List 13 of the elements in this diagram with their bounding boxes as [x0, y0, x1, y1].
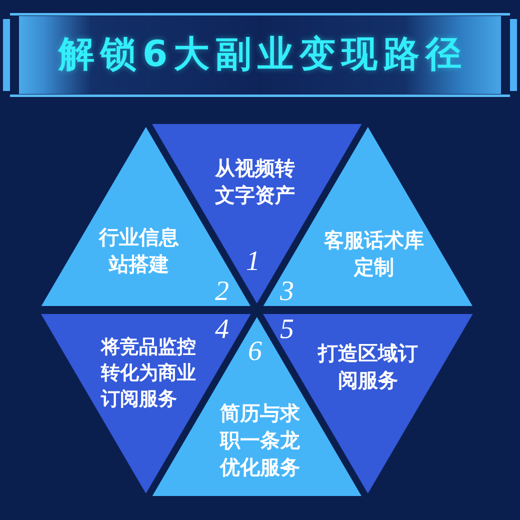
step-number: 1	[246, 248, 260, 276]
title: 解锁6大副业变现路径	[56, 35, 468, 75]
step-number: 3	[280, 278, 294, 306]
step-number: 2	[214, 278, 229, 306]
step-number: 4	[214, 316, 229, 344]
triangle-label: 从视频转文字资产	[214, 157, 296, 209]
triangle-label: 行业信息站搭建	[98, 226, 180, 278]
triangle-label: 简历与求职一条龙优化服务	[218, 402, 301, 482]
step-number: 6	[248, 338, 262, 366]
triangle-label: 将竞品监控转化为商业订阅服务	[100, 336, 197, 412]
step-number: 5	[280, 316, 294, 344]
triangle-label: 客服话术库定制	[322, 228, 425, 281]
triangle-label: 打造区域订阅服务	[316, 342, 419, 394]
